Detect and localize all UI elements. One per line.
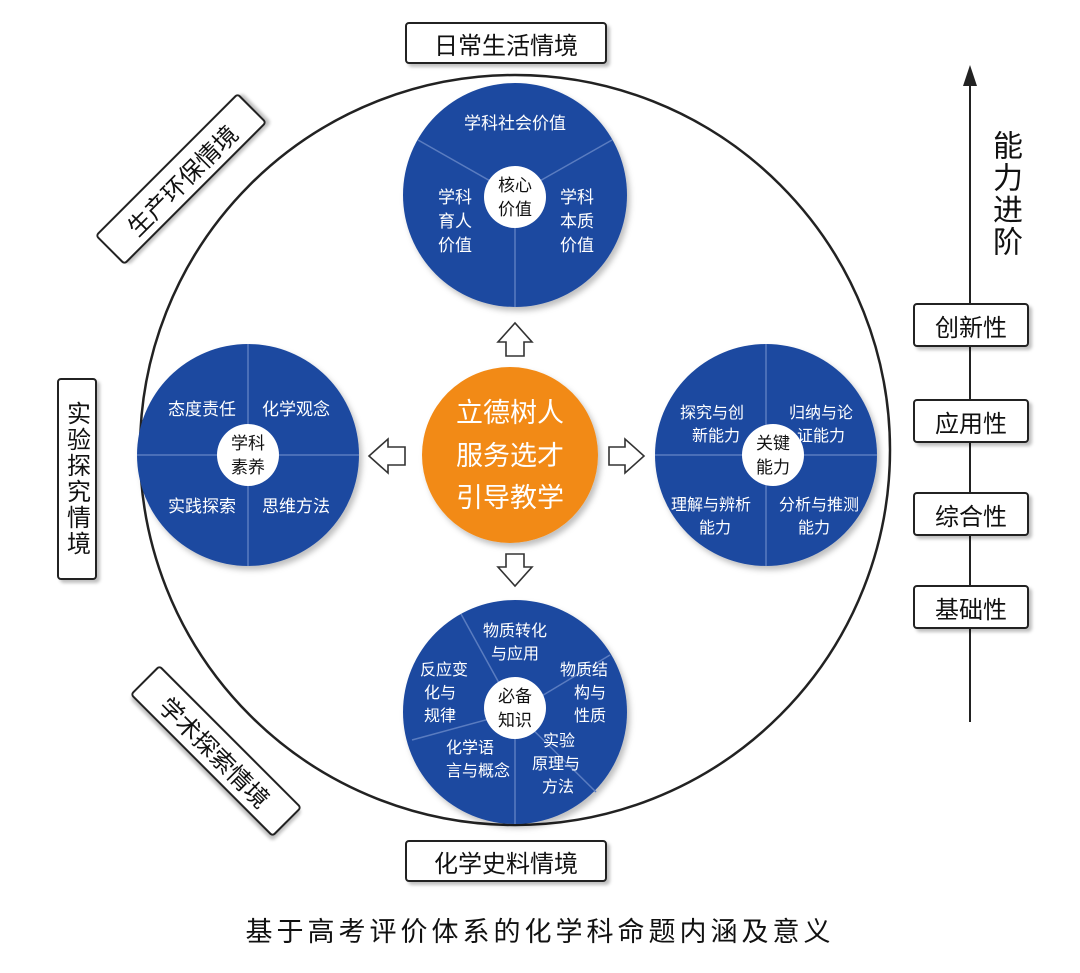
center-line-2: 服务选才 [456, 441, 564, 472]
ability-progress-title: 能力进阶 [987, 130, 1022, 258]
education-value-2: 育人 [438, 212, 472, 232]
transform-2: 与应用 [491, 644, 539, 663]
principle-1: 实验 [543, 731, 575, 750]
abilities-center-2: 能力 [756, 458, 790, 478]
transform-1: 物质转化 [483, 621, 547, 640]
knowledge-center-2: 知识 [498, 711, 532, 731]
essence-value-3: 价值 [560, 236, 594, 256]
language-2: 言与概念 [446, 761, 510, 780]
reaction-3: 规律 [424, 706, 456, 725]
education-value-1: 学科 [438, 188, 472, 208]
concepts-label: 化学观念 [262, 399, 330, 420]
practice-label: 实践探索 [168, 497, 236, 517]
reaction-1: 反应变 [420, 660, 468, 679]
social-value-label: 学科社会价值 [464, 114, 566, 134]
arrow-down-icon [496, 553, 534, 588]
principle-2: 原理与 [532, 754, 580, 773]
thinking-label: 思维方法 [262, 497, 330, 517]
knowledge-disc: 必备 知识 物质转化 与应用 物质结 构与 性质 反应变 化与 规律 化学语 言… [403, 600, 627, 824]
education-value-3: 价值 [438, 236, 472, 256]
literacy-center-1: 学科 [231, 434, 265, 454]
analyze-2: 能力 [798, 518, 830, 537]
arrow-left-icon [367, 437, 406, 475]
context-daily-life: 日常生活情境 [405, 22, 607, 64]
key-abilities-disc: 关键 能力 探究与创 新能力 归纳与论 证能力 理解与辨析 能力 分析与推测 能… [655, 344, 877, 566]
center-line-3: 引导教学 [456, 483, 564, 514]
center-disc: 立德树人 服务选才 引导教学 [422, 367, 598, 543]
figure-caption: 基于高考评价体系的化学科命题内涵及意义 [245, 917, 835, 948]
explore-1: 探究与创 [680, 403, 744, 422]
ability-level-innovation: 创新性 [913, 303, 1029, 347]
essence-value-2: 本质 [560, 212, 594, 232]
essence-value-1: 学科 [560, 188, 594, 208]
principle-3: 方法 [542, 777, 574, 796]
structure-3: 性质 [574, 706, 606, 725]
core-values-disc: 核心 价值 学科社会价值 学科 育人 价值 学科 本质 价值 [403, 83, 627, 307]
ability-level-comprehensive: 综合性 [913, 492, 1029, 536]
ability-level-application: 应用性 [913, 399, 1029, 443]
literacy-center-2: 素养 [231, 458, 265, 478]
literacy-disc: 学科 素养 态度责任 化学观念 实践探索 思维方法 [137, 344, 359, 566]
explore-2: 新能力 [692, 426, 740, 445]
analyze-1: 分析与推测 [779, 495, 859, 514]
arrow-right-icon [608, 437, 646, 475]
induce-1: 归纳与论 [789, 403, 853, 422]
understand-2: 能力 [699, 518, 731, 537]
ability-level-basic: 基础性 [913, 585, 1029, 629]
arrow-up-icon [496, 321, 534, 357]
induce-2: 证能力 [797, 426, 845, 445]
language-1: 化学语 [446, 738, 494, 757]
structure-1: 物质结 [560, 660, 608, 679]
reaction-2: 化与 [424, 683, 456, 702]
attitude-label: 态度责任 [168, 400, 236, 420]
core-values-center-2: 价值 [498, 200, 532, 220]
context-chem-history: 化学史料情境 [405, 840, 607, 882]
understand-1: 理解与辨析 [671, 495, 751, 514]
core-values-center-1: 核心 [498, 176, 532, 196]
center-line-1: 立德树人 [456, 398, 564, 429]
context-experiment: 实验探究情境 [57, 378, 97, 580]
knowledge-center-1: 必备 [498, 687, 532, 707]
abilities-center-1: 关键 [756, 434, 790, 454]
structure-2: 构与 [574, 683, 606, 702]
